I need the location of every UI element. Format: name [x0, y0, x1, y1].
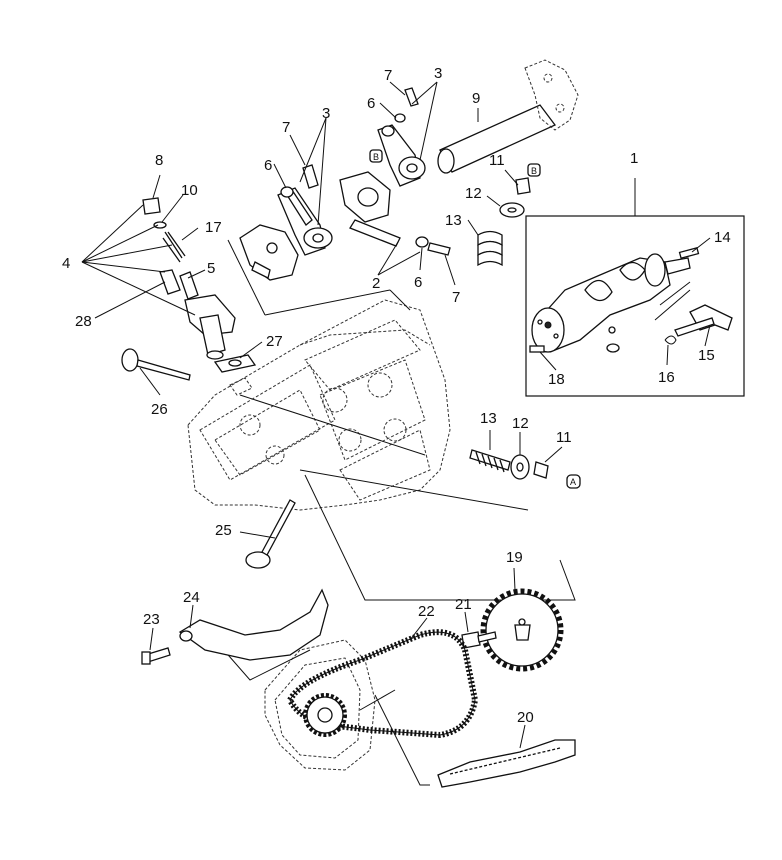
callout-28: 28 [75, 313, 92, 330]
rocker-arm-left-upper [377, 124, 426, 187]
tag-b-right: B [527, 163, 541, 177]
valve-spring-upper [477, 230, 503, 267]
callout-20: 20 [517, 709, 534, 726]
svg-text:B: B [531, 166, 537, 176]
callout-4: 4 [62, 255, 70, 272]
dowel-pin [529, 345, 545, 353]
adjust-nut-left [280, 186, 294, 198]
callout-25: 25 [215, 522, 232, 539]
adjust-nut-right [415, 236, 429, 248]
callout-26: 26 [151, 401, 168, 418]
callout-9: 9 [472, 90, 480, 107]
camshaft-box [525, 178, 745, 397]
callout-18: 18 [548, 371, 565, 388]
rocker-support-left [239, 224, 299, 281]
svg-text:B: B [373, 152, 379, 162]
callout-19: 19 [506, 549, 523, 566]
callout-labels: 1 2 3 3 4 5 6 6 6 7 7 7 8 9 10 11 11 12 … [62, 65, 731, 726]
callout-3: 3 [434, 65, 442, 82]
tag-a-lower: A [566, 474, 581, 489]
key-part [674, 304, 733, 337]
tensioner-spring [162, 231, 186, 263]
callout-1: 1 [630, 150, 638, 167]
callout-10: 10 [181, 182, 198, 199]
leader-lines [81, 81, 711, 749]
tensioner-body [184, 294, 236, 360]
tensioner-gasket [213, 354, 257, 373]
cylinder-head [187, 299, 451, 511]
callout-22: 22 [418, 603, 435, 620]
rocker-shaft [437, 59, 579, 174]
callout-6: 6 [367, 95, 375, 112]
tensioner-bolt [142, 197, 161, 215]
chain-cover [264, 639, 376, 771]
callout-8: 8 [155, 152, 163, 169]
callout-13: 13 [480, 410, 497, 427]
callout-12: 12 [465, 185, 482, 202]
clip-part [664, 335, 677, 345]
chain-guide-rail [437, 739, 576, 788]
callout-27: 27 [266, 333, 283, 350]
rocker-arm-right [339, 171, 401, 247]
callout-7: 7 [384, 67, 392, 84]
tensioner-rod [179, 271, 199, 300]
callout-6: 6 [414, 274, 422, 291]
intake-valve [245, 499, 296, 569]
callout-3: 3 [322, 105, 330, 122]
valve-spring-lower [469, 449, 511, 473]
chain-guide [178, 588, 329, 661]
exhaust-valve [121, 348, 191, 381]
callout-14: 14 [714, 229, 731, 246]
small-washer [606, 326, 620, 353]
guide-bolt [141, 647, 171, 665]
svg-text:A: A [570, 477, 576, 487]
callout-21: 21 [455, 596, 472, 613]
spring-retainer-lower [510, 454, 530, 480]
tag-b-upper: B [369, 149, 383, 163]
guide-lines [214, 239, 576, 786]
callout-12: 12 [512, 415, 529, 432]
spring-retainer-upper [499, 202, 525, 218]
crank-sprocket [303, 693, 347, 737]
callout-15: 15 [698, 347, 715, 364]
sprocket-bolt [461, 631, 497, 649]
callout-7: 7 [452, 289, 460, 306]
valve-keeper-lower [533, 461, 549, 479]
callout-11: 11 [489, 152, 505, 169]
camshaft [531, 253, 691, 353]
callout-24: 24 [183, 589, 200, 606]
valve-keeper-upper [515, 177, 531, 195]
callout-23: 23 [143, 611, 160, 628]
callout-16: 16 [658, 369, 675, 386]
callout-2: 2 [372, 275, 380, 292]
adjust-screw-left [302, 164, 319, 189]
cam-sprocket [480, 588, 564, 672]
callout-7: 7 [282, 119, 290, 136]
adjust-screw-upper [404, 87, 419, 107]
callout-5: 5 [207, 260, 215, 277]
callout-17: 17 [205, 219, 222, 236]
callout-13: 13 [445, 212, 462, 229]
callout-11: 11 [556, 429, 572, 446]
adjust-screw-right [427, 242, 451, 256]
tensioner-washer [153, 221, 167, 229]
tensioner-bolt-lower [159, 269, 181, 295]
callout-6: 6 [264, 157, 272, 174]
adjust-nut-upper [381, 113, 406, 137]
